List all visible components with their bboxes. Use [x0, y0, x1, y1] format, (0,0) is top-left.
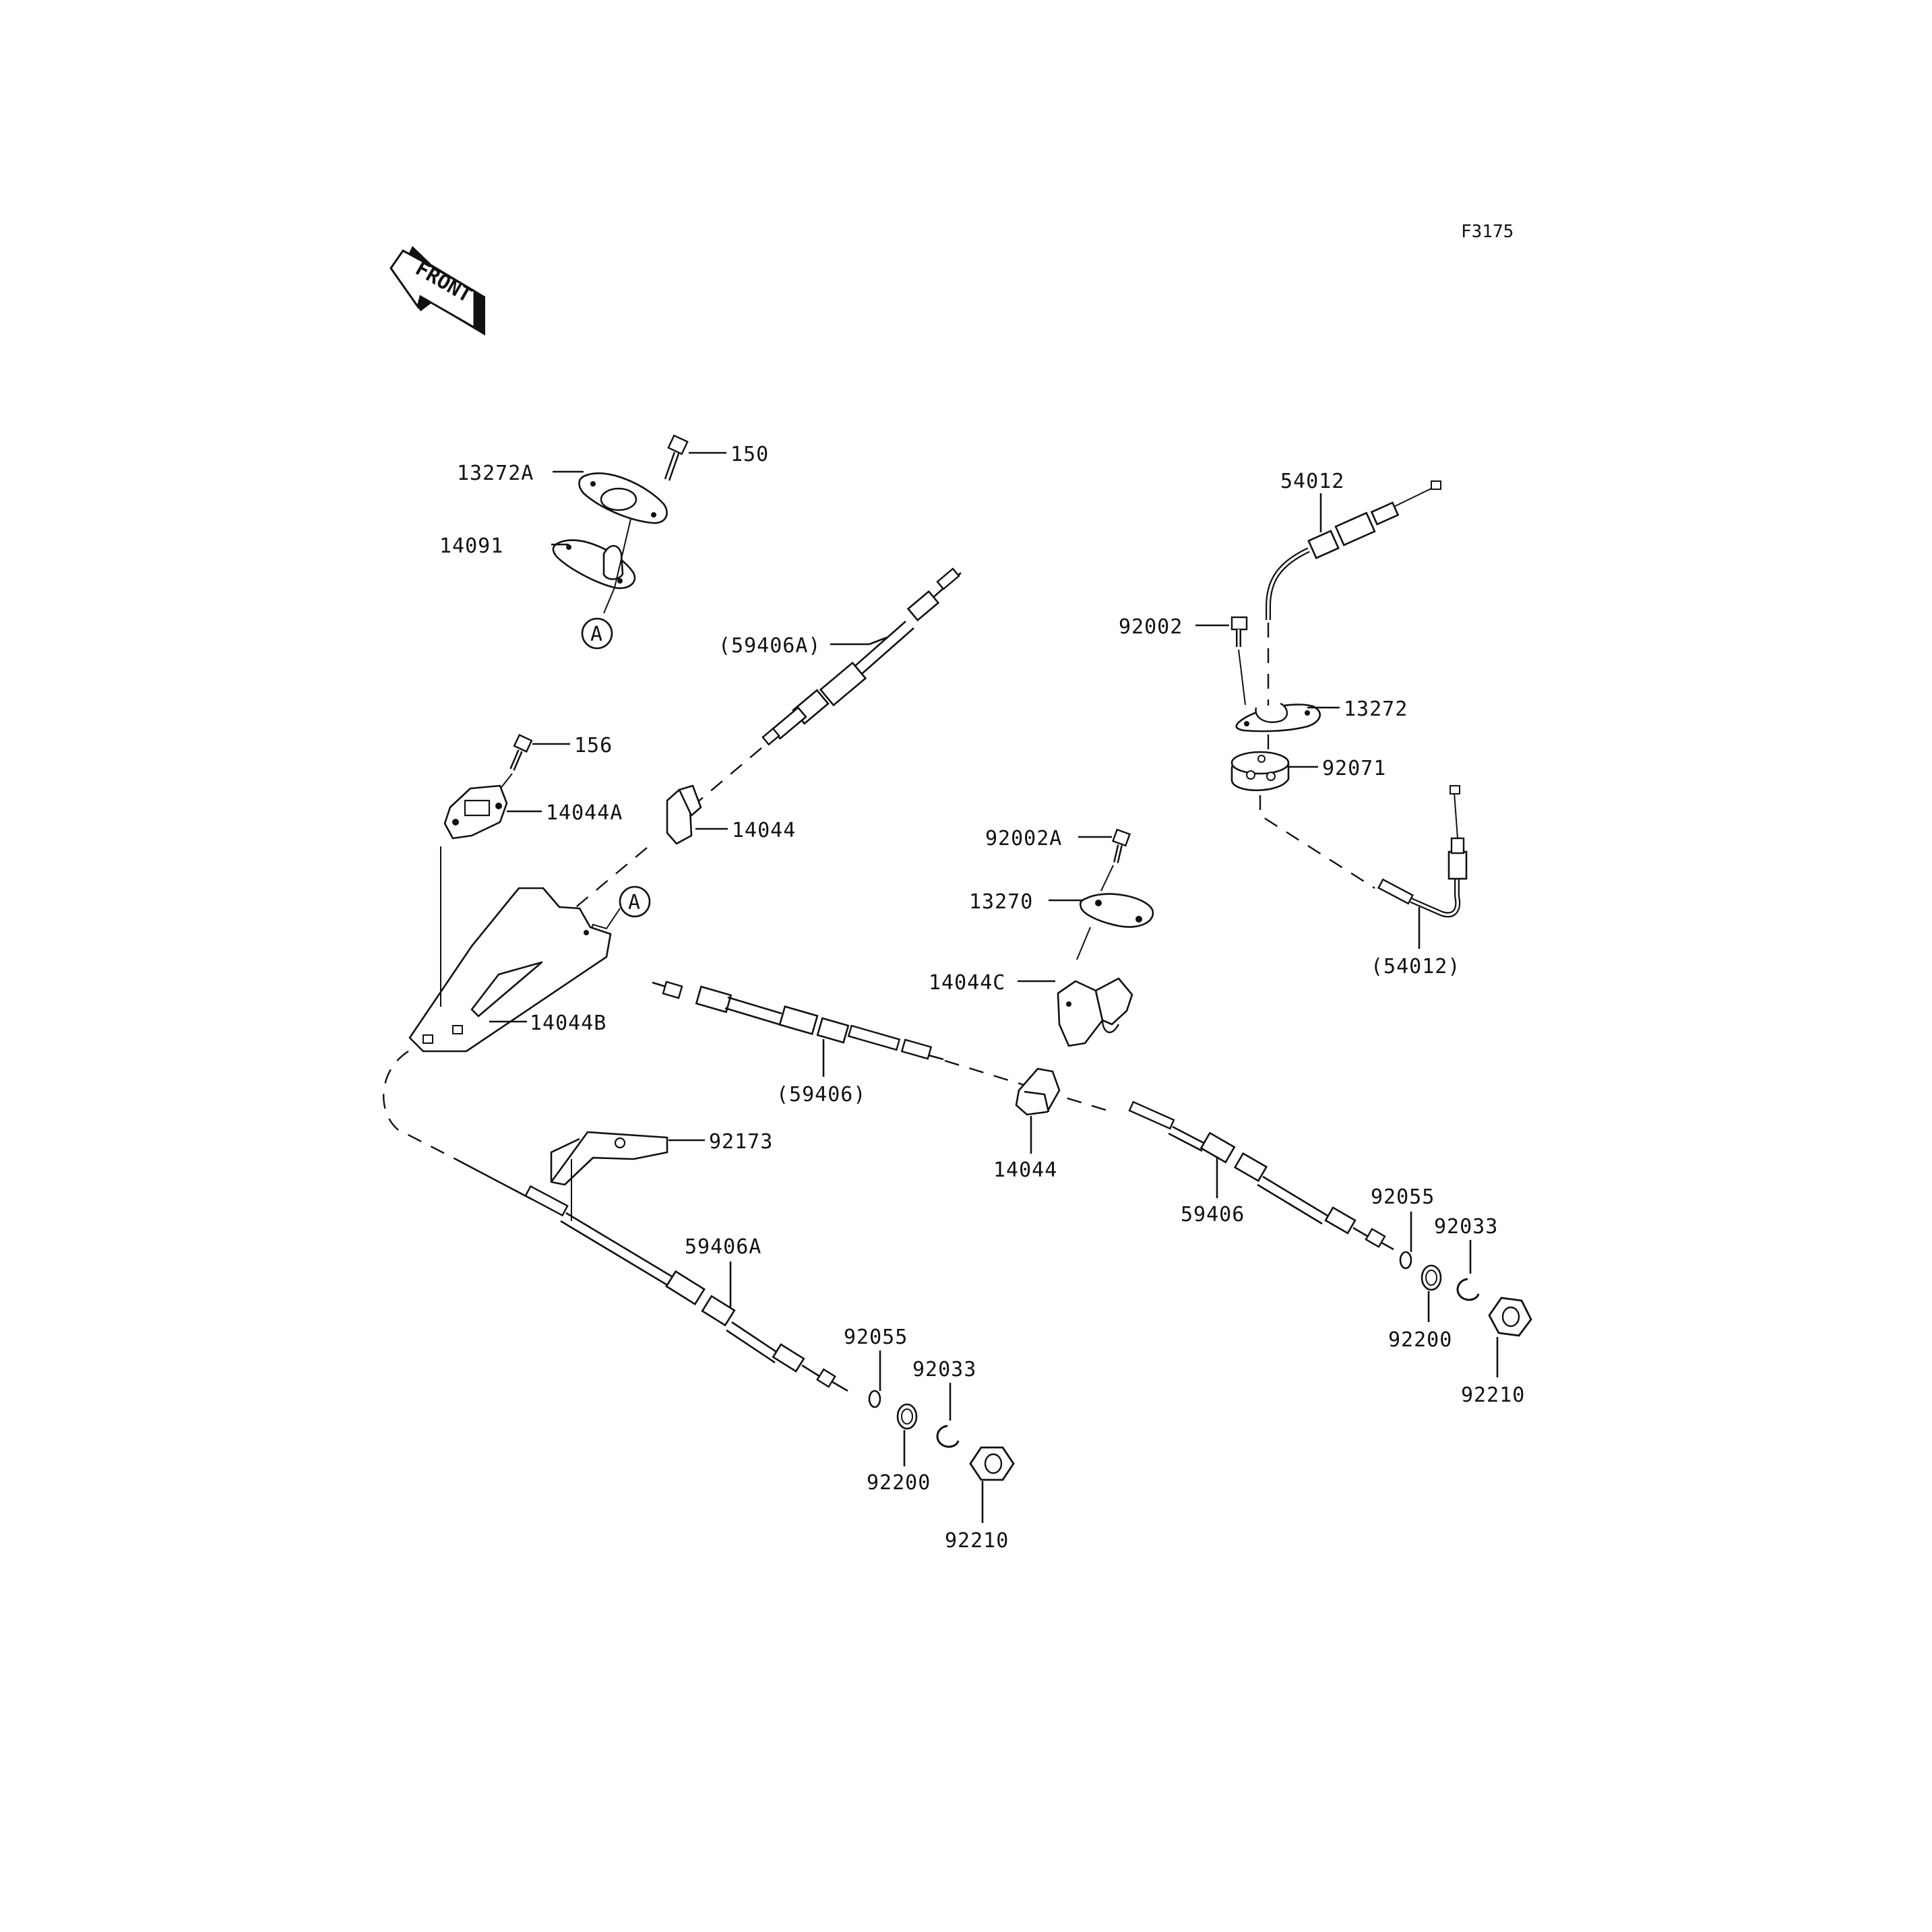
label-92055-right: 92055 [1371, 1185, 1435, 1209]
label-92002: 92002 [1119, 615, 1183, 639]
label-13270: 13270 [969, 890, 1033, 914]
part-92055-oring-left [868, 1390, 881, 1408]
label-92173: 92173 [709, 1130, 773, 1154]
part-14044C-bracket [1057, 977, 1133, 1047]
part-92173-bracket [550, 1131, 668, 1186]
front-direction-arrow-icon: FRONT [389, 246, 485, 336]
callout-a-top: A [581, 617, 613, 650]
label-59406A: 59406A [685, 1235, 761, 1259]
part-92002A-bolt [1111, 828, 1131, 863]
part-92055-oring-right [1399, 1251, 1412, 1270]
part-92200-washer-left [896, 1403, 918, 1430]
label-59406-paren: (59406) [776, 1083, 866, 1107]
part-150-bolt [664, 434, 689, 481]
label-59406: 59406 [1181, 1203, 1245, 1226]
label-14044-mid: 14044 [993, 1158, 1057, 1182]
label-59406A-paren: (59406A) [718, 634, 821, 658]
label-54012: 54012 [1280, 470, 1344, 493]
label-92071: 92071 [1322, 757, 1386, 780]
label-14044B: 14044B [530, 1011, 606, 1035]
label-54012-paren: (54012) [1371, 955, 1460, 978]
part-54012-top-cable [1266, 480, 1441, 620]
callout-a-mid: A [619, 885, 651, 918]
part-14044-clip-mid [1015, 1067, 1061, 1116]
part-13272-plate [1235, 702, 1321, 733]
part-92210-nut-left [969, 1446, 1015, 1481]
part-92200-washer-right [1421, 1264, 1442, 1291]
label-13272: 13272 [1344, 697, 1408, 721]
label-92200-right: 92200 [1388, 1328, 1452, 1352]
label-156: 156 [574, 734, 613, 757]
part-14044A-clamp [443, 784, 508, 840]
part-13270-plate [1079, 893, 1154, 928]
part-59406-center-cable [652, 980, 944, 1061]
part-59406A-upper-cable [761, 567, 962, 746]
part-92210-nut-right [1488, 1297, 1532, 1337]
label-14044A: 14044A [546, 801, 623, 825]
figure-code: F3175 [1461, 222, 1514, 242]
part-92033-clip-right [1456, 1278, 1480, 1301]
label-92033-right: 92033 [1434, 1215, 1498, 1239]
part-92033-clip-left [936, 1425, 960, 1448]
part-54012-lower-cable [1377, 785, 1468, 918]
label-92055-left: 92055 [844, 1326, 908, 1349]
part-92002-bolt [1230, 616, 1248, 647]
label-13272A: 13272A [457, 462, 534, 485]
label-92002A: 92002A [985, 827, 1062, 850]
label-92200-left: 92200 [867, 1471, 931, 1495]
part-14044B-bracket [408, 887, 612, 1053]
label-92033-left: 92033 [912, 1358, 976, 1381]
label-14044-top: 14044 [732, 819, 796, 842]
label-14044C: 14044C [929, 971, 1005, 995]
label-92210-left: 92210 [945, 1529, 1009, 1553]
part-59406-right-cable [1128, 1100, 1394, 1251]
label-92210-right: 92210 [1461, 1383, 1525, 1407]
part-92071-grommet [1230, 751, 1290, 791]
callout-a-top-text: A [590, 623, 603, 646]
part-14044-clip-top [666, 784, 702, 845]
label-150: 150 [730, 443, 769, 466]
part-13272A-plate [578, 472, 668, 524]
part-156-screw [509, 734, 533, 771]
callout-a-mid-text: A [628, 891, 641, 914]
part-14091-housing [552, 539, 636, 590]
part-59406A-lower-cable [455, 1158, 848, 1392]
label-14091: 14091 [439, 534, 503, 558]
